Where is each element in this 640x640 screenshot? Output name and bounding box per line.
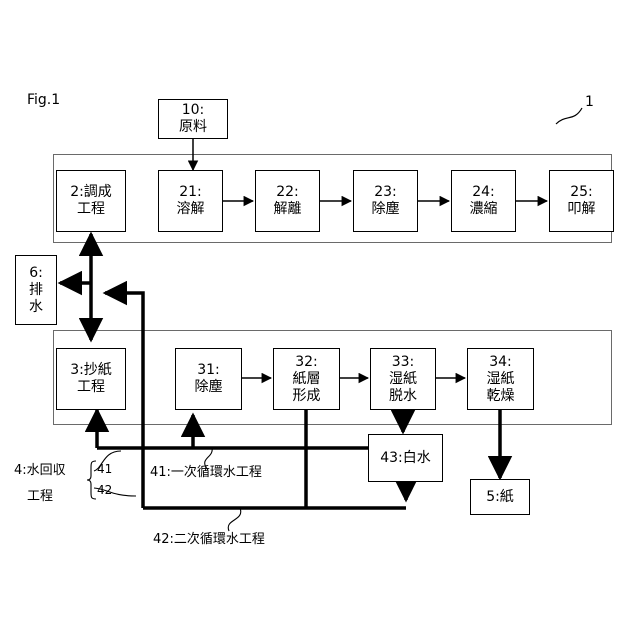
box-name: 乾燥 bbox=[487, 388, 515, 405]
box-number: 33: bbox=[392, 354, 415, 371]
refining-box: 25: 叩解 bbox=[549, 170, 614, 232]
primary-circulation-label: 41:一次循環水工程 bbox=[150, 465, 262, 481]
papermaking-process-box: 3:抄紙 工程 bbox=[56, 348, 126, 410]
box-name: 除塵 bbox=[372, 201, 400, 218]
box-name: 排 bbox=[29, 282, 43, 299]
box-name: 濃縮 bbox=[470, 201, 498, 218]
dust-removal-box: 23: 除塵 bbox=[353, 170, 418, 232]
ref1-leader bbox=[556, 108, 582, 124]
box-name: 湿紙 bbox=[487, 371, 515, 388]
box-number: 25: bbox=[570, 184, 593, 201]
box-number: 31: bbox=[197, 362, 220, 379]
secondary-label-leader bbox=[228, 508, 241, 531]
secondary-circulation-label: 42:二次循環水工程 bbox=[153, 532, 265, 548]
box-name: 脱水 bbox=[389, 388, 417, 405]
white-water-box: 43:白水 bbox=[368, 434, 443, 482]
defibering-box: 22: 解離 bbox=[255, 170, 320, 232]
wastewater-box: 6: 排 水 bbox=[15, 255, 57, 325]
dissolution-box: 21: 溶解 bbox=[158, 170, 223, 232]
box-number: 23: bbox=[374, 184, 397, 201]
box-name: 紙層 bbox=[293, 371, 321, 388]
box-number: 2:調成 bbox=[70, 184, 112, 201]
ref-41-label: 41 bbox=[97, 461, 112, 477]
ref-42-label: 42 bbox=[97, 482, 112, 498]
water-recovery-label-line1: 4:水回収 bbox=[14, 463, 66, 479]
box-label: 43:白水 bbox=[380, 450, 431, 467]
ref-brace bbox=[87, 461, 96, 499]
box-name: 溶解 bbox=[177, 201, 205, 218]
water-recovery-label-line2: 工程 bbox=[27, 489, 53, 505]
paper-box: 5:紙 bbox=[470, 479, 530, 515]
box-number: 3:抄紙 bbox=[70, 362, 112, 379]
dust-removal-2-box: 31: 除塵 bbox=[175, 348, 242, 410]
system-reference-number: 1 bbox=[585, 94, 594, 110]
box-name: 湿紙 bbox=[389, 371, 417, 388]
raw-material-box: 10: 原料 bbox=[158, 99, 228, 139]
box-number: 34: bbox=[489, 354, 512, 371]
box-number: 24: bbox=[472, 184, 495, 201]
wet-sheet-dewatering-box: 33: 湿紙 脱水 bbox=[370, 348, 436, 410]
figure-label: Fig.1 bbox=[27, 92, 60, 108]
box-label: 5:紙 bbox=[486, 489, 514, 506]
box-name: 工程 bbox=[77, 201, 105, 218]
box-number: 6: bbox=[29, 265, 43, 282]
thickening-box: 24: 濃縮 bbox=[451, 170, 516, 232]
box-name: 水 bbox=[29, 299, 43, 316]
box-number: 21: bbox=[179, 184, 202, 201]
adjustment-process-box: 2:調成 工程 bbox=[56, 170, 126, 232]
wet-sheet-drying-box: 34: 湿紙 乾燥 bbox=[467, 348, 534, 410]
box-name: 形成 bbox=[293, 388, 321, 405]
box-number: 32: bbox=[295, 354, 318, 371]
box-name: 工程 bbox=[77, 379, 105, 396]
box-name: 叩解 bbox=[568, 201, 596, 218]
box-name: 除塵 bbox=[195, 379, 223, 396]
box-number: 10: bbox=[182, 102, 205, 119]
sheet-forming-box: 32: 紙層 形成 bbox=[273, 348, 340, 410]
box-number: 22: bbox=[276, 184, 299, 201]
box-name: 解離 bbox=[274, 201, 302, 218]
box-name: 原料 bbox=[179, 119, 207, 136]
